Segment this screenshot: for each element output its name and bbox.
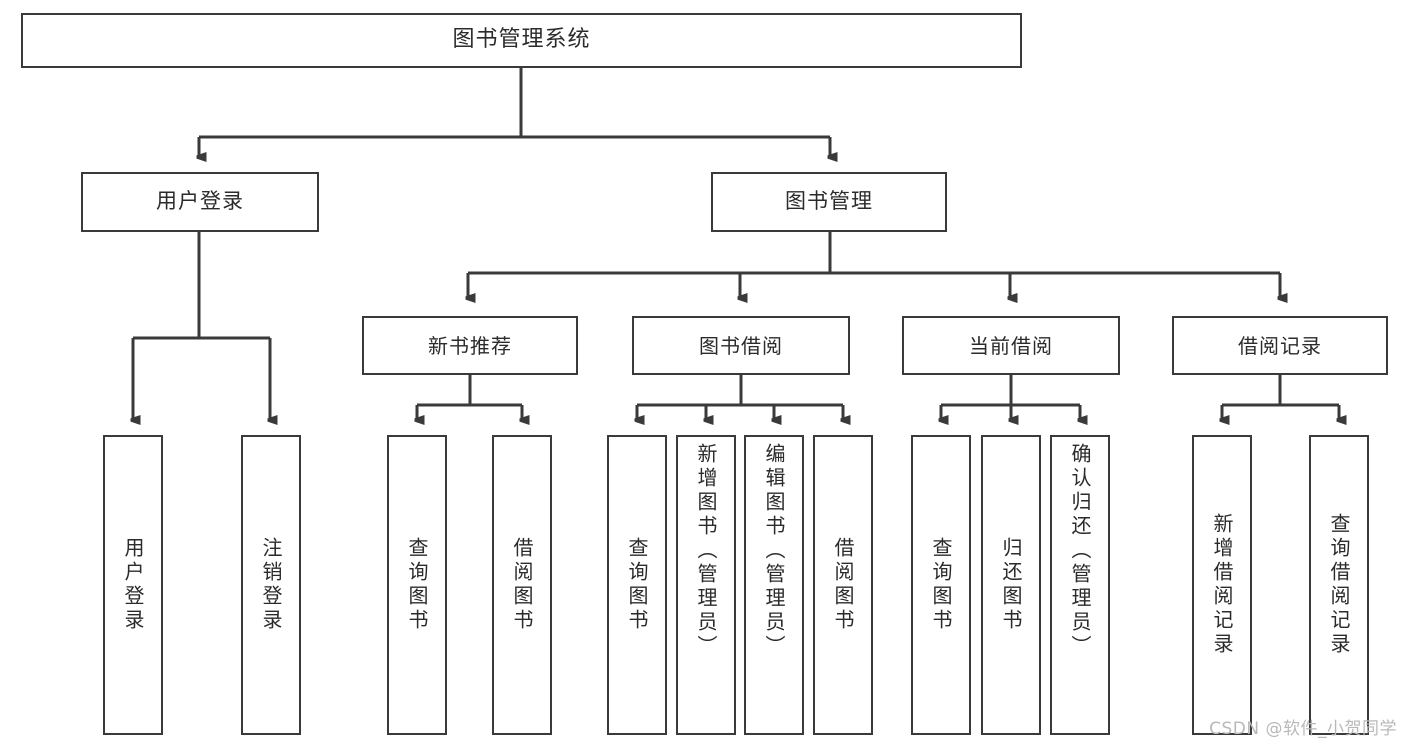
leaf-label: 编辑图书（管理员） [762,443,786,659]
leaf-label: 新增借阅记录 [1210,513,1234,657]
node-book-borrow[interactable]: 图书借阅 [632,316,850,375]
leaf-label: 查询借阅记录 [1327,513,1351,657]
leaf-current-borrow-confirm-return-admin[interactable]: 确认归还（管理员） [1050,435,1110,735]
leaf-book-borrow-add-book-admin[interactable]: 新增图书（管理员） [676,435,736,735]
node-label: 新书推荐 [428,333,512,358]
node-label: 当前借阅 [969,333,1053,358]
leaf-label: 借阅图书 [831,537,855,633]
leaf-current-borrow-return-book[interactable]: 归还图书 [981,435,1041,735]
leaf-label: 新增图书（管理员） [694,443,718,659]
leaf-label: 查询图书 [625,537,649,633]
node-new-book-recommend[interactable]: 新书推荐 [362,316,578,375]
leaf-label: 注销登录 [259,537,283,633]
leaf-book-borrow-query-book[interactable]: 查询图书 [607,435,667,735]
leaf-label: 归还图书 [999,537,1023,633]
leaf-label: 借阅图书 [510,537,534,633]
leaf-user-login-logout[interactable]: 注销登录 [241,435,301,735]
leaf-book-borrow-borrow-book[interactable]: 借阅图书 [813,435,873,735]
node-user-login[interactable]: 用户登录 [81,172,319,232]
leaf-new-book-query-book[interactable]: 查询图书 [387,435,447,735]
node-root-book-management-system[interactable]: 图书管理系统 [21,13,1022,68]
node-label: 用户登录 [156,189,244,214]
leaf-new-book-borrow-book[interactable]: 借阅图书 [492,435,552,735]
leaf-label: 查询图书 [929,537,953,633]
node-borrow-record[interactable]: 借阅记录 [1172,316,1388,375]
node-label: 图书借阅 [699,333,783,358]
node-book-management[interactable]: 图书管理 [711,172,947,232]
node-label: 借阅记录 [1238,333,1322,358]
leaf-borrow-record-query-record[interactable]: 查询借阅记录 [1309,435,1369,735]
leaf-user-login-login[interactable]: 用户登录 [103,435,163,735]
leaf-label: 确认归还（管理员） [1068,443,1092,659]
node-current-borrow[interactable]: 当前借阅 [902,316,1120,375]
leaf-label: 用户登录 [121,537,145,633]
leaf-current-borrow-query-book[interactable]: 查询图书 [911,435,971,735]
leaf-label: 查询图书 [405,537,429,633]
csdn-watermark: CSDN @软件_小贺同学 [1209,719,1397,739]
leaf-borrow-record-add-record[interactable]: 新增借阅记录 [1192,435,1252,735]
node-label: 图书管理 [785,189,873,214]
leaf-book-borrow-edit-book-admin[interactable]: 编辑图书（管理员） [744,435,804,735]
node-label: 图书管理系统 [452,27,591,53]
